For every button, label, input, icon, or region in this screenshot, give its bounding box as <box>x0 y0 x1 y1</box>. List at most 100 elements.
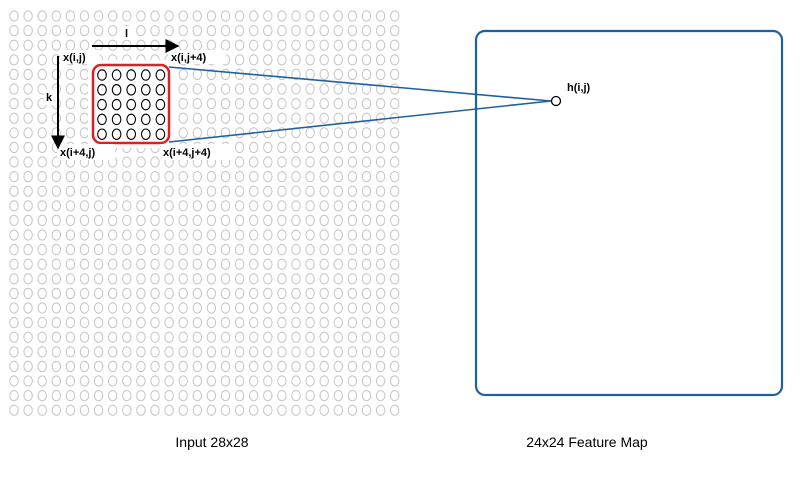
input-neuron <box>79 258 90 270</box>
input-neuron <box>206 287 217 299</box>
input-neuron <box>178 390 188 402</box>
input-neuron <box>277 390 287 402</box>
input-neuron <box>220 317 231 329</box>
input-neuron <box>51 404 61 416</box>
input-neuron <box>361 390 372 402</box>
input-neuron <box>65 258 76 270</box>
input-neuron <box>206 185 217 197</box>
corner-label-top-right: x(i,j+4) <box>171 52 206 64</box>
input-neuron <box>220 258 231 270</box>
input-neuron <box>150 244 160 256</box>
input-neuron <box>65 404 76 416</box>
input-neuron <box>23 404 33 416</box>
input-neuron <box>79 25 90 37</box>
input-neuron <box>79 98 90 110</box>
input-neuron <box>206 214 217 226</box>
input-neuron <box>192 273 203 285</box>
input-neuron <box>93 10 104 22</box>
input-neuron <box>192 317 203 329</box>
input-neuron <box>333 185 343 197</box>
input-neuron <box>234 25 245 37</box>
input-neuron <box>108 10 118 22</box>
input-neuron <box>375 54 386 66</box>
input-neuron <box>65 25 76 37</box>
input-neuron <box>277 404 287 416</box>
input-neuron <box>164 390 174 402</box>
kernel-neuron <box>97 113 107 126</box>
input-neuron <box>150 317 160 329</box>
input-neuron <box>319 317 329 329</box>
input-neuron <box>234 273 245 285</box>
input-neuron <box>390 39 400 51</box>
input-neuron <box>249 229 259 241</box>
input-neuron <box>333 68 343 81</box>
input-neuron <box>390 331 400 343</box>
input-neuron <box>178 229 188 241</box>
input-neuron <box>122 10 132 22</box>
input-neuron <box>249 287 259 299</box>
input-neuron <box>361 171 372 183</box>
input-neuron <box>108 273 118 285</box>
input-neuron <box>234 302 245 314</box>
input-neuron <box>361 317 372 329</box>
input-neuron <box>23 346 33 358</box>
input-neuron <box>178 185 188 197</box>
input-neuron <box>305 83 315 95</box>
input-neuron <box>361 39 372 51</box>
input-neuron <box>277 214 287 226</box>
input-neuron <box>263 98 273 110</box>
input-neuron <box>108 302 118 314</box>
input-neuron <box>150 214 160 226</box>
input-neuron <box>37 375 47 387</box>
input-neuron <box>93 244 104 256</box>
input-neuron <box>65 302 76 314</box>
input-neuron <box>192 185 203 197</box>
input-neuron <box>249 171 259 183</box>
input-neuron <box>220 287 231 299</box>
input-neuron <box>291 10 301 22</box>
input-neuron <box>9 83 19 95</box>
input-neuron <box>79 346 90 358</box>
kernel-neuron <box>155 113 166 126</box>
input-neuron <box>234 127 245 139</box>
input-neuron <box>206 375 217 387</box>
input-neuron <box>65 68 76 81</box>
input-neuron <box>23 200 33 212</box>
input-neuron <box>178 302 188 314</box>
corner-label-top-left: x(i,j) <box>63 52 86 64</box>
input-neuron <box>277 127 287 139</box>
input-neuron <box>178 346 188 358</box>
input-neuron <box>206 390 217 402</box>
input-neuron <box>65 244 76 256</box>
input-neuron <box>305 185 315 197</box>
input-neuron <box>164 360 174 372</box>
input-neuron <box>122 156 132 168</box>
input-neuron <box>192 258 203 270</box>
input-neuron <box>9 54 19 66</box>
input-neuron <box>9 156 19 168</box>
input-neuron <box>206 229 217 241</box>
input-neuron <box>305 404 315 416</box>
kernel-neuron <box>126 69 137 81</box>
input-neuron <box>390 346 400 358</box>
input-neuron <box>305 25 315 37</box>
input-neuron <box>375 346 386 358</box>
input-neuron <box>192 331 203 343</box>
input-neuron <box>220 302 231 314</box>
input-neuron <box>79 200 90 212</box>
input-neuron <box>361 112 372 124</box>
input-neuron <box>305 302 315 314</box>
input-neuron <box>65 214 76 226</box>
input-neuron <box>375 200 386 212</box>
input-neuron <box>249 346 259 358</box>
input-neuron <box>178 171 188 183</box>
input-neuron <box>23 273 33 285</box>
input-neuron <box>164 200 174 212</box>
input-neuron <box>136 317 146 329</box>
input-neuron <box>277 229 287 241</box>
input-neuron <box>361 258 372 270</box>
kernel-neuron <box>140 128 151 140</box>
input-neuron <box>333 39 343 51</box>
input-neuron <box>178 317 188 329</box>
input-neuron <box>136 171 146 183</box>
